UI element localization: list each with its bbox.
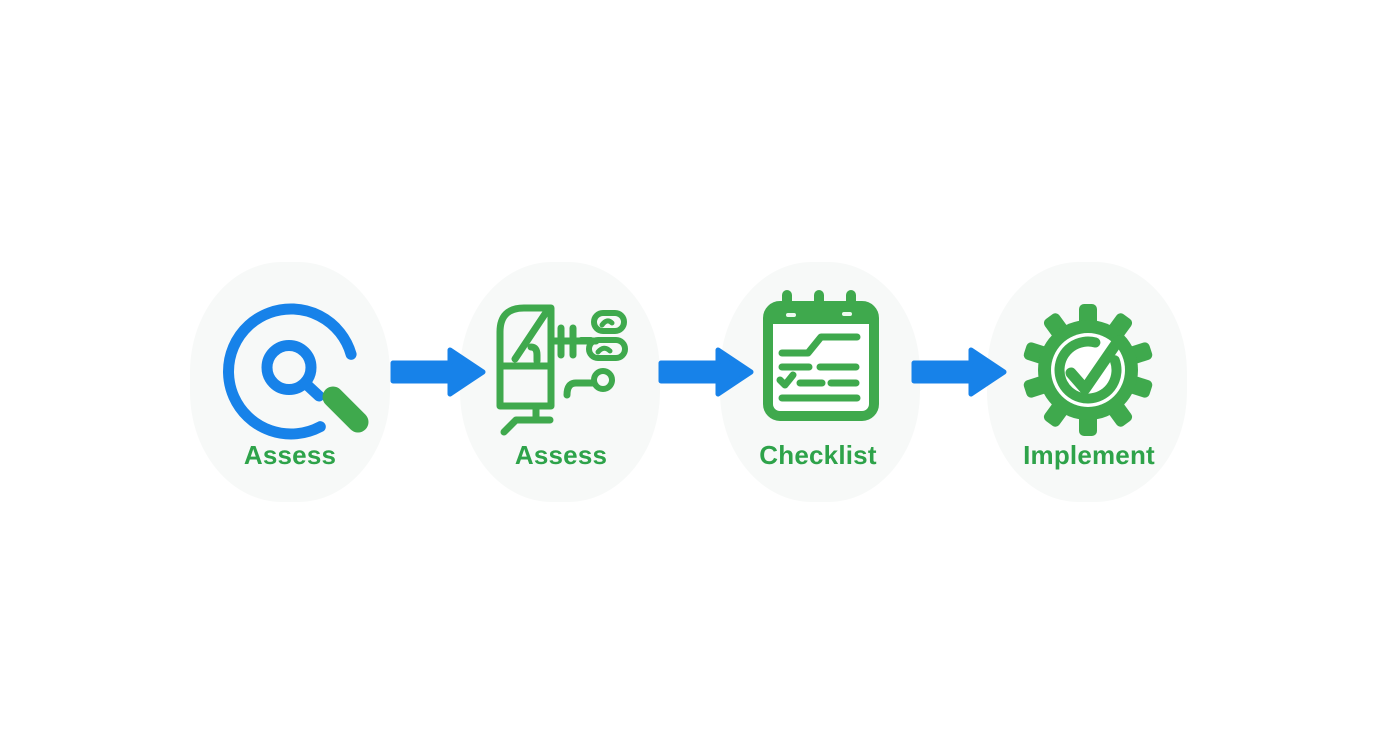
gear-check-icon (1023, 304, 1153, 436)
search-magnifier-icon (223, 303, 369, 440)
step-halo (190, 262, 390, 502)
step-label: Assess (514, 440, 608, 470)
step-halo (460, 262, 660, 502)
arrow-right-icon (390, 347, 486, 397)
step-label: Checklist (759, 440, 877, 470)
step-label: Implement (1023, 440, 1155, 470)
arrow-right-icon (658, 347, 754, 397)
checklist-clipboard-icon (763, 290, 879, 421)
equalizer-device-icon (496, 304, 628, 436)
arrow-right-icon (911, 347, 1007, 397)
step-label: Assess (243, 440, 337, 470)
